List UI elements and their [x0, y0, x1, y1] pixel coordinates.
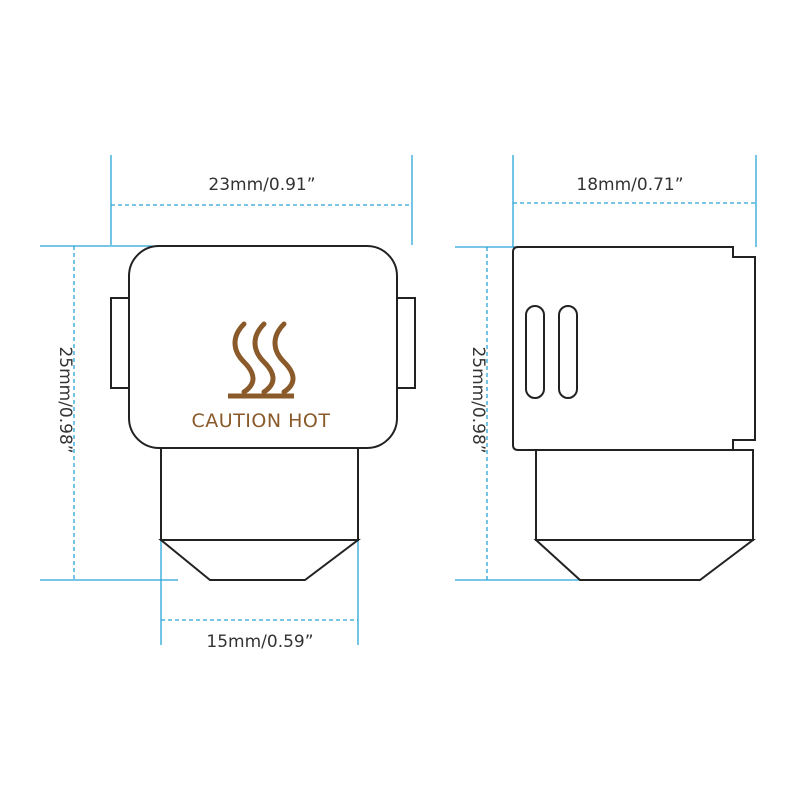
side-width-label: 18mm/0.71” — [576, 175, 683, 195]
front-nozzle-tip — [158, 539, 361, 581]
side-outline — [512, 246, 756, 581]
front-view: CAUTION HOT 23mm/0.91” 15mm/0.59” 25mm/0… — [40, 155, 416, 652]
front-heat-block — [160, 447, 359, 541]
front-width-label: 23mm/0.91” — [208, 175, 315, 195]
side-heat-block — [535, 449, 754, 541]
side-silicone-sock — [512, 246, 756, 451]
side-slot-left — [525, 305, 545, 399]
side-slot-right — [558, 305, 578, 399]
nozzle-width-label: 15mm/0.59” — [206, 632, 313, 652]
front-silicone-sock — [128, 245, 398, 449]
side-dimension-lines — [455, 155, 757, 581]
side-height-label: 25mm/0.98” — [468, 346, 488, 453]
front-height-label: 25mm/0.98” — [55, 346, 75, 453]
side-nozzle-tip — [533, 539, 756, 581]
front-outline — [110, 245, 416, 581]
caution-hot-label: CAUTION HOT — [192, 410, 331, 432]
heat-waves-icon — [228, 321, 296, 399]
side-view: 18mm/0.71” 25mm/0.98” — [455, 155, 757, 581]
front-dimension-lines — [40, 155, 413, 645]
